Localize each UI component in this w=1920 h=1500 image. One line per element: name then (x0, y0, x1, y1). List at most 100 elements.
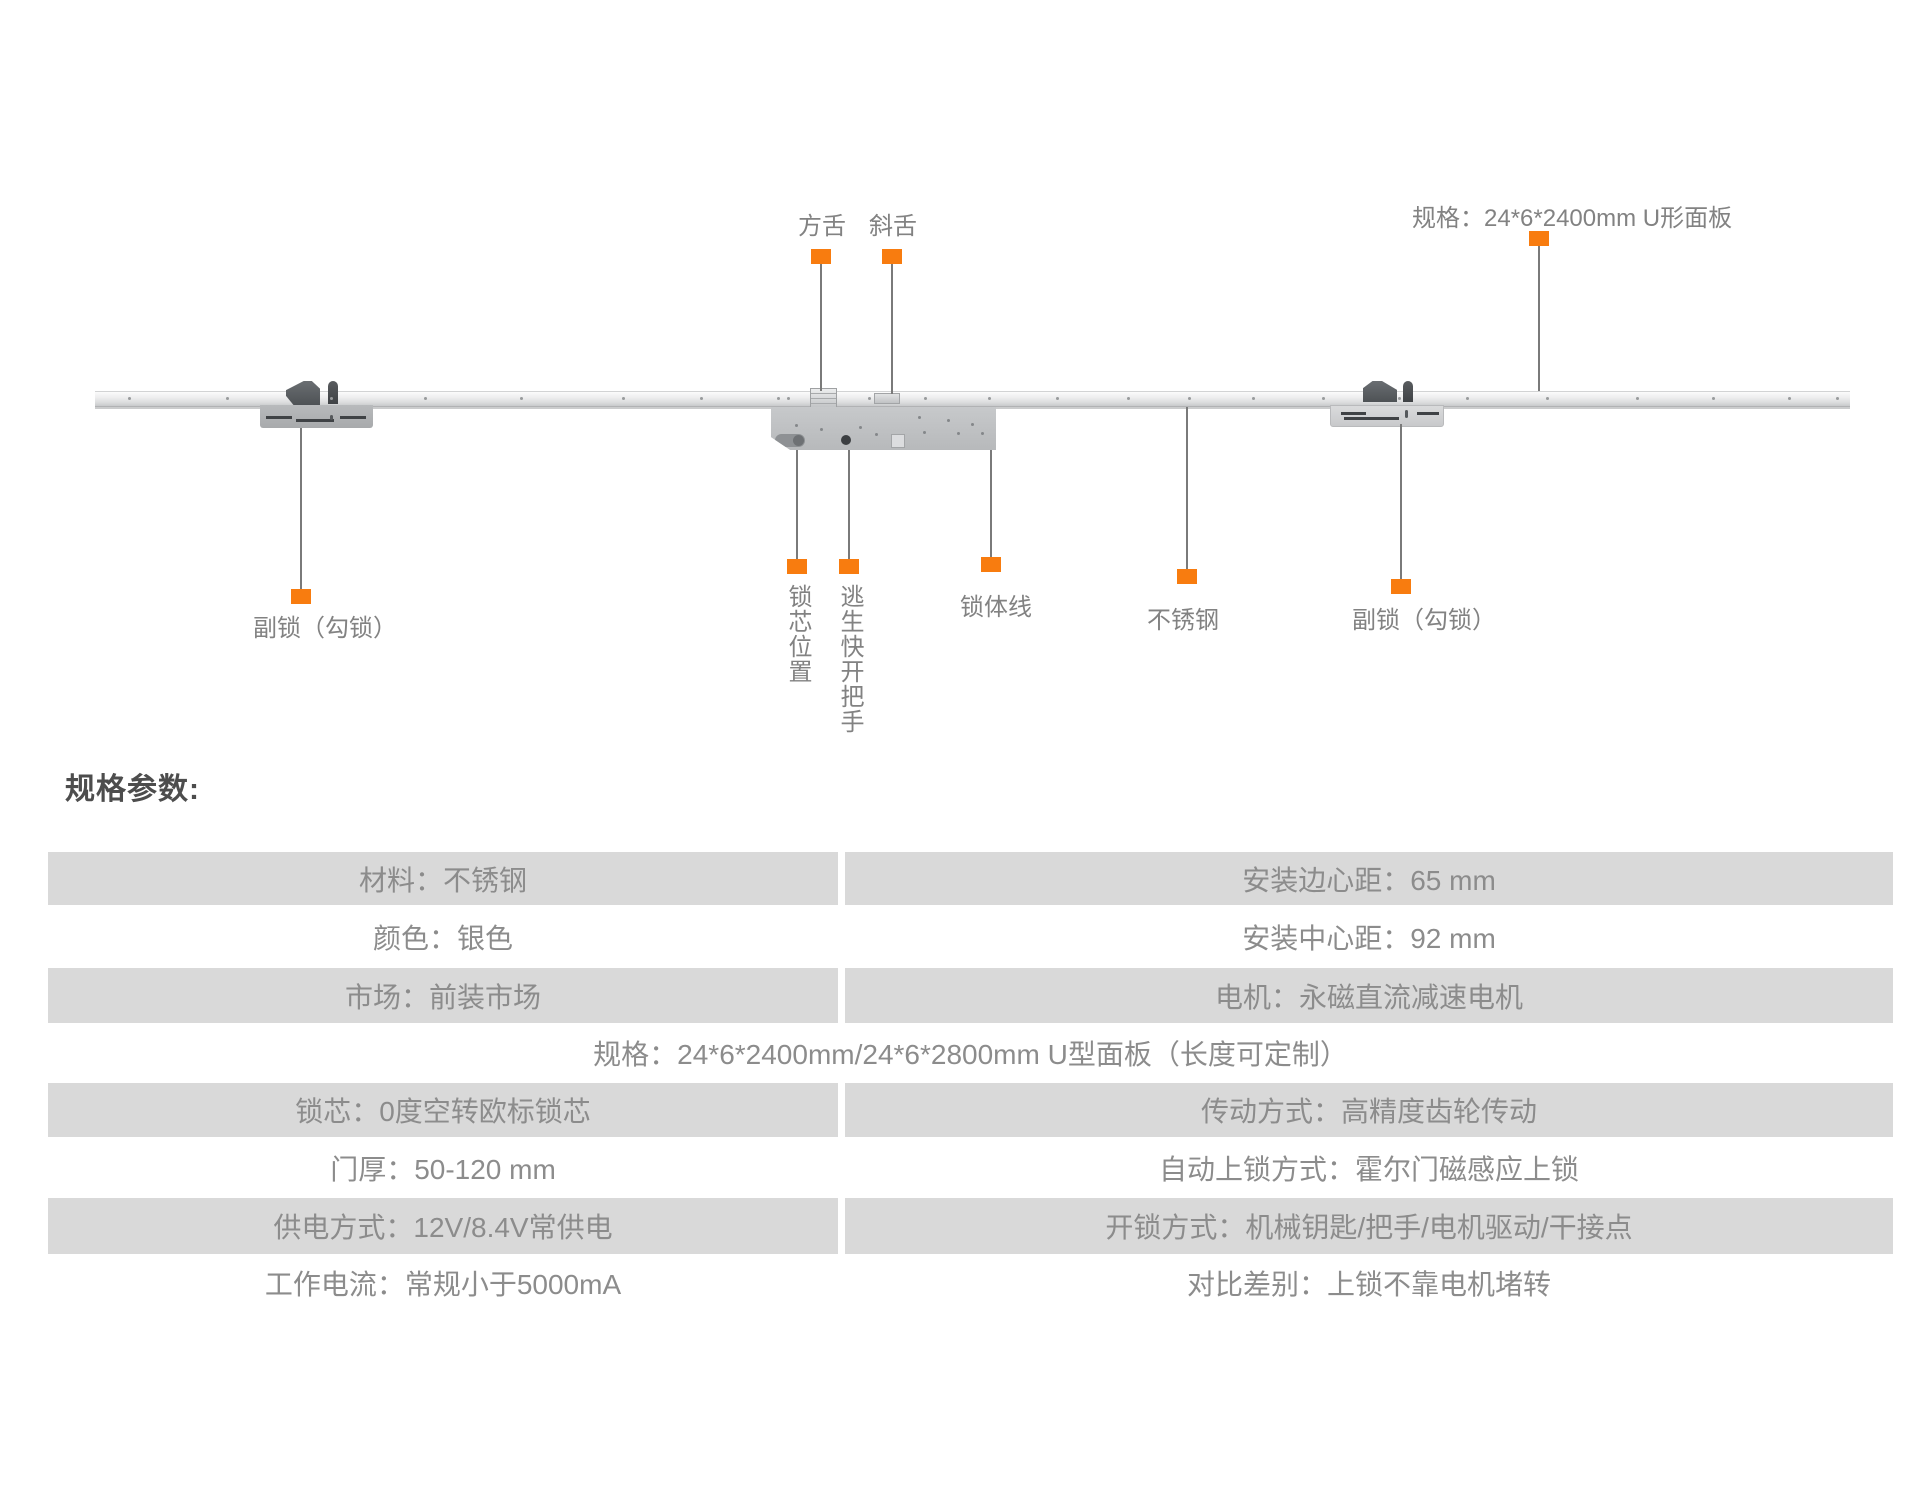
cylinder-keyhole (793, 435, 804, 446)
callout-label-aux-lock-left: 副锁（勾锁） (253, 615, 397, 642)
callout-marker-cylinder-position (787, 559, 807, 574)
spec-row: 材料：不锈钢安装边心距：65 mm (48, 852, 1893, 905)
callout-label-panel-spec: 规格：24*6*2400mm U形面板 (1412, 205, 1733, 232)
spindle-hole (891, 434, 905, 448)
left-lock-pin (328, 381, 338, 404)
panel-screw-hole (777, 397, 780, 400)
bracket-hole (330, 415, 333, 420)
panel-screw-hole (1546, 397, 1549, 400)
panel-screw-hole (700, 397, 703, 400)
square-bolt (810, 388, 837, 408)
spec-cell-left: 工作电流：常规小于5000mA (264, 1269, 622, 1300)
panel-screw-hole (1127, 397, 1130, 400)
screw-dot (820, 428, 823, 431)
screw-dot (923, 431, 926, 434)
panel-screw-hole (1056, 397, 1059, 400)
spec-row: 规格：24*6*2400mm/24*6*2800mm U型面板（长度可定制） (48, 1023, 1893, 1083)
spec-cell-right: 安装边心距：65 mm (845, 852, 1893, 905)
leader-line-latch-bolt (891, 264, 893, 394)
panel-screw-hole (622, 397, 625, 400)
panel-screw-hole (1712, 397, 1715, 400)
callout-marker-aux-lock-left (291, 589, 311, 604)
screw-dot (859, 426, 862, 429)
callout-marker-stainless-steel (1177, 569, 1197, 584)
spec-cell-left: 供电方式：12V/8.4V常供电 (48, 1198, 838, 1254)
leader-line-square-bolt (820, 264, 822, 391)
leader-line-escape-handle (848, 450, 850, 559)
column-gap (838, 852, 845, 905)
callout-marker-lock-body-line (981, 557, 1001, 572)
column-gap (838, 905, 845, 968)
panel-screw-hole (988, 397, 991, 400)
panel-screw-hole (128, 397, 131, 400)
right-aux-lock-bracket (1330, 405, 1444, 427)
screw-dot (795, 424, 798, 427)
callout-label-lock-body-line: 锁体线 (960, 594, 1032, 621)
spec-cell-left: 门厚：50-120 mm (330, 1153, 556, 1185)
callout-label-stainless-steel: 不锈钢 (1147, 607, 1219, 634)
bracket-slot (1341, 412, 1366, 415)
callout-marker-panel-spec (1529, 231, 1549, 246)
callout-label-aux-lock-right: 副锁（勾锁） (1352, 607, 1496, 634)
spec-row: 颜色：银色安装中心距：92 mm (48, 905, 1893, 968)
right-hook-bolt (1363, 381, 1397, 402)
screw-dot (947, 419, 950, 422)
callout-marker-square-bolt (811, 249, 831, 264)
panel-screw-hole (520, 397, 523, 400)
bracket-slot (1417, 412, 1439, 415)
spec-cell-right: 开锁方式：机械钥匙/把手/电机驱动/干接点 (845, 1198, 1893, 1254)
panel-screw-hole (1252, 397, 1255, 400)
spec-row: 锁芯：0度空转欧标锁芯传动方式：高精度齿轮传动 (48, 1083, 1893, 1137)
panel-screw-hole (1636, 397, 1639, 400)
column-gap (838, 1254, 845, 1312)
spec-cell-right: 对比差别：上锁不靠电机堵转 (1186, 1269, 1551, 1300)
spec-cell-left: 材料：不锈钢 (48, 852, 838, 905)
panel-screw-hole (226, 397, 229, 400)
column-gap (838, 1083, 845, 1137)
spec-cell-right: 安装中心距：92 mm (1242, 922, 1496, 954)
spec-cell-left: 市场：前装市场 (48, 968, 838, 1023)
left-aux-lock-bracket (260, 405, 373, 428)
leader-line-stainless-steel (1186, 407, 1188, 569)
screw-dot (981, 432, 984, 435)
bracket-hole (1405, 410, 1408, 418)
panel-screw-hole (330, 397, 333, 400)
right-lock-pin (1403, 381, 1413, 402)
panel-screw-hole (1398, 397, 1401, 400)
spec-cell-right: 自动上锁方式：霍尔门磁感应上锁 (1158, 1153, 1579, 1185)
panel-screw-hole (924, 397, 927, 400)
callout-label-cylinder-position: 锁芯位置 (784, 584, 811, 684)
spec-row: 门厚：50-120 mm 自动上锁方式：霍尔门磁感应上锁 (48, 1137, 1893, 1198)
thumbturn-hole (841, 435, 851, 445)
panel-screw-hole (424, 397, 427, 400)
screw-dot (957, 432, 960, 435)
spec-cell-full: 规格：24*6*2400mm/24*6*2800mm U型面板（长度可定制） (593, 1039, 1348, 1070)
leader-line-aux-lock-right (1400, 424, 1402, 579)
spec-cell-left: 锁芯：0度空转欧标锁芯 (48, 1083, 838, 1137)
panel-screw-hole (868, 397, 871, 400)
panel-screw-hole (787, 397, 790, 400)
latch-bolt (874, 393, 900, 404)
specs-heading: 规格参数: (65, 773, 200, 806)
spec-row: 工作电流：常规小于5000mA 对比差别：上锁不靠电机堵转 (48, 1254, 1893, 1312)
leader-line-panel-spec (1538, 246, 1540, 391)
leader-line-aux-lock-left (300, 428, 302, 589)
callout-marker-escape-handle (839, 559, 859, 574)
panel-screw-hole (1788, 397, 1791, 400)
spec-cell-right: 传动方式：高精度齿轮传动 (845, 1083, 1893, 1137)
panel-screw-hole (1466, 397, 1469, 400)
callout-marker-latch-bolt (882, 249, 902, 264)
leader-line-cylinder-position (796, 450, 798, 559)
column-gap (838, 1137, 845, 1198)
screw-dot (918, 416, 921, 419)
bracket-slot (296, 419, 334, 422)
panel-screw-hole (1188, 397, 1191, 400)
bracket-slot (1344, 417, 1399, 420)
callout-marker-aux-lock-right (1391, 579, 1411, 594)
spec-row: 市场：前装市场电机：永磁直流减速电机 (48, 968, 1893, 1023)
leader-line-lock-body-line (990, 450, 992, 557)
left-hook-bolt (286, 381, 320, 405)
screw-dot (875, 433, 878, 436)
column-gap (838, 968, 845, 1023)
